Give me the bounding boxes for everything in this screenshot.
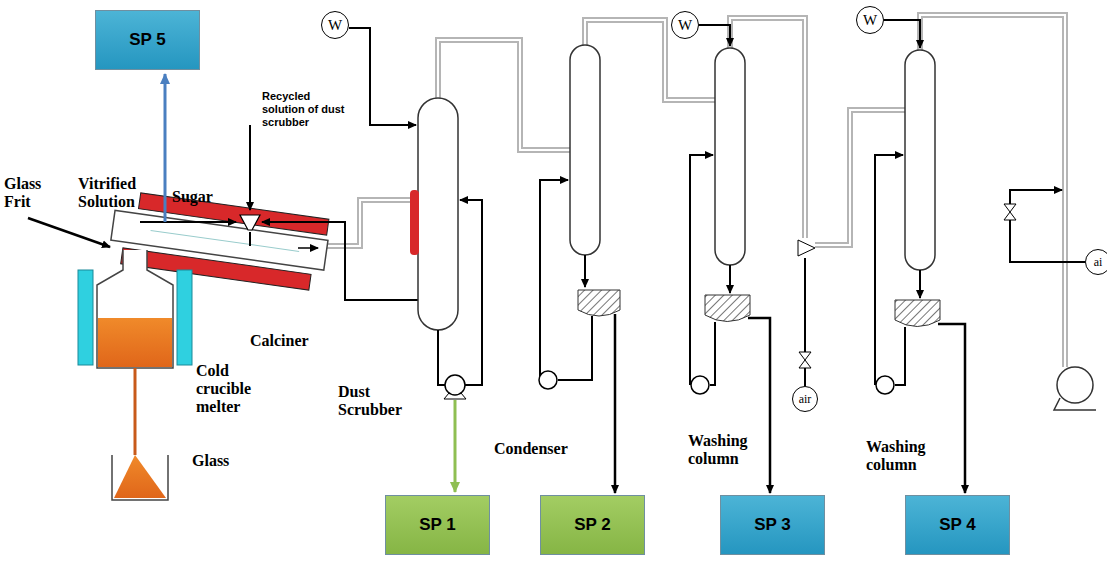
equipment-label: Glass	[192, 452, 242, 470]
equipment-label: Dust Scrubber	[338, 383, 408, 419]
inlet-circle: W	[671, 11, 699, 39]
equipment-label: Washing column	[866, 438, 930, 474]
condenser	[539, 45, 620, 493]
dust-scrubber	[349, 28, 482, 492]
node-text: SP 3	[754, 515, 791, 535]
feed-lines	[140, 125, 418, 300]
equipment-label: Recycled solution of dust scrubber	[262, 90, 354, 129]
equipment-label: Condenser	[494, 440, 574, 458]
node-text: W	[678, 17, 692, 34]
washing-column	[690, 25, 815, 493]
sampling-point-box: SP 3	[720, 495, 825, 555]
node-text: SP 2	[574, 515, 611, 535]
inlet-circle: W	[856, 6, 884, 34]
equipment-label: Washing column	[688, 432, 752, 468]
node-text: SP 4	[939, 515, 976, 535]
node-text: W	[863, 12, 877, 29]
cold-crucible-melter	[78, 250, 192, 500]
node-text: SP 1	[419, 515, 456, 535]
equipment-label: Vitrified Solution	[78, 175, 144, 211]
sampling-point-box: SP 5	[95, 10, 200, 70]
inlet-circle: air	[792, 386, 818, 412]
sp5-line	[164, 74, 167, 222]
inlet-circle: ai	[1085, 249, 1107, 275]
inlet-circle: W	[321, 11, 349, 39]
equipment-label: Calciner	[250, 332, 320, 350]
equipment-label: Sugar	[172, 188, 222, 206]
washing-column	[875, 20, 1096, 493]
node-text: air	[799, 392, 812, 407]
mixer	[240, 215, 260, 230]
sampling-point-box: SP 2	[540, 495, 645, 555]
sampling-point-box: SP 4	[905, 495, 1010, 555]
sampling-point-box: SP 1	[385, 495, 490, 555]
frit-feed	[28, 218, 110, 247]
node-text: ai	[1094, 255, 1103, 270]
node-text: SP 5	[129, 30, 166, 50]
node-text: W	[328, 17, 342, 34]
equipment-label: Cold crucible melter	[196, 362, 260, 416]
offgas-duct	[318, 15, 1065, 367]
equipment-label: Glass Frit	[4, 175, 54, 211]
